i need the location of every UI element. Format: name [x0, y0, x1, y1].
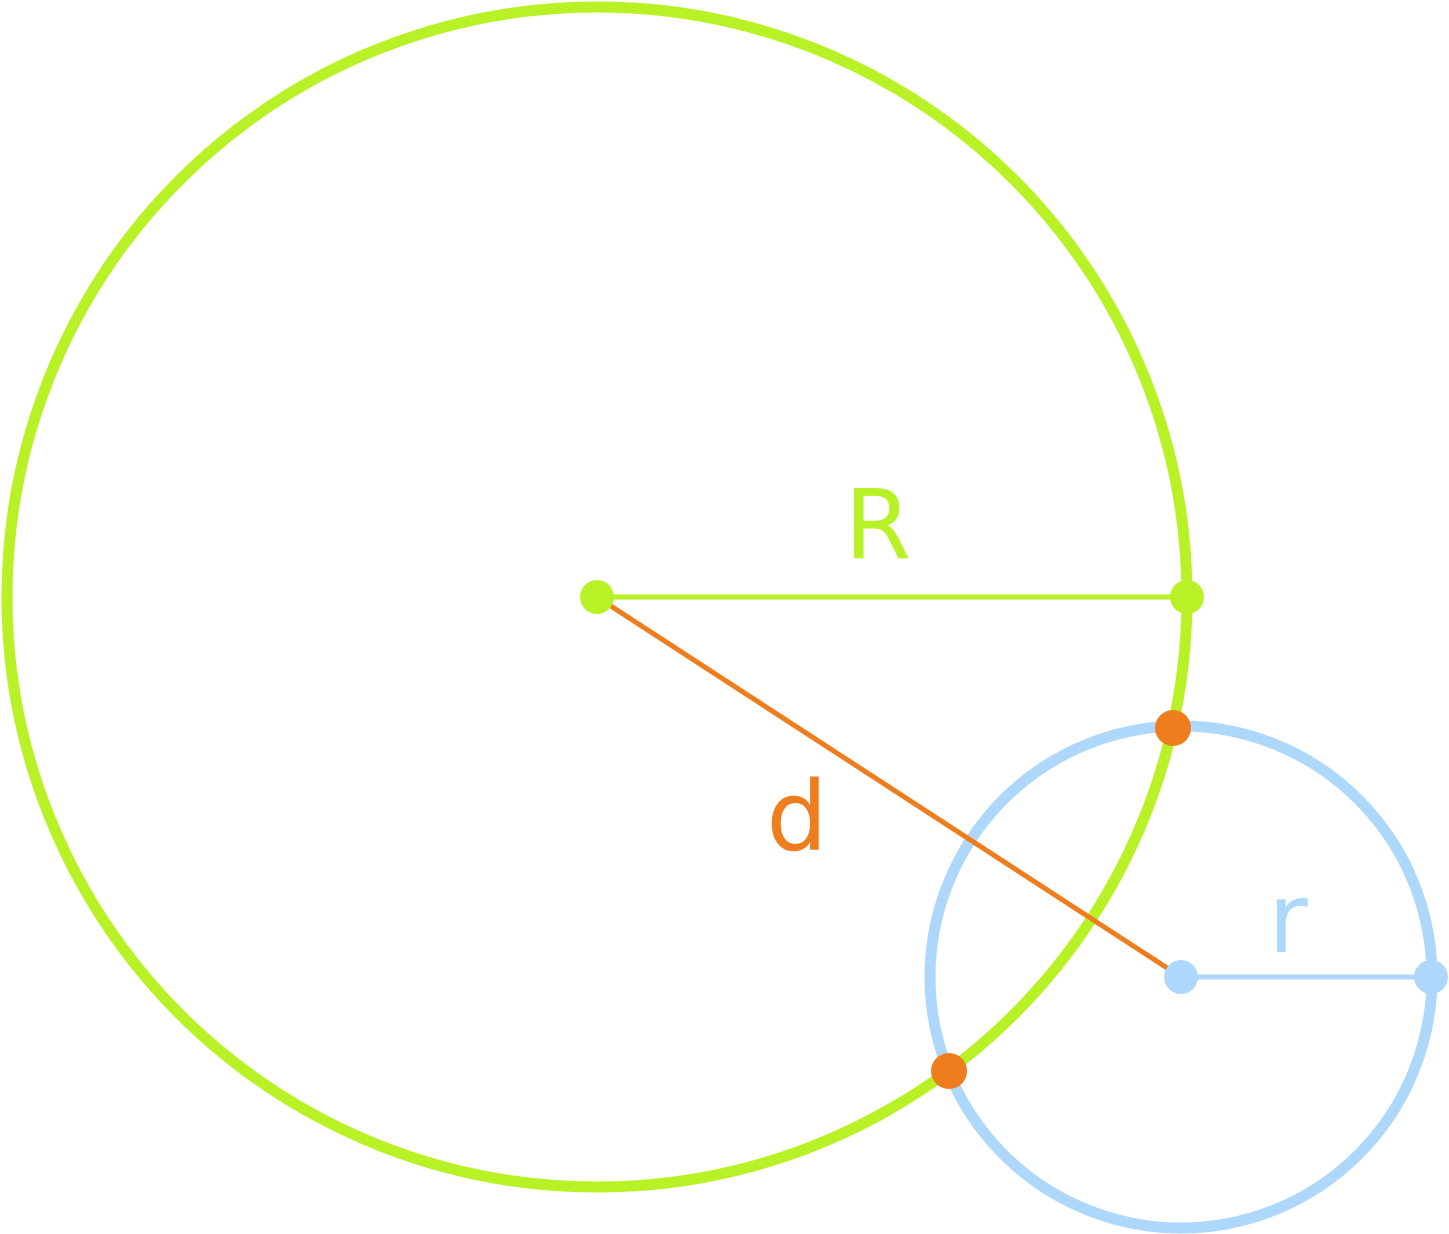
distance-label: d	[767, 761, 828, 873]
small-radius-endpoint	[1414, 960, 1448, 994]
big-center-point	[580, 580, 614, 614]
small-radius-label: r	[1268, 863, 1308, 975]
big-radius-label: R	[845, 469, 912, 581]
intersection-point-lower	[931, 1053, 967, 1089]
small-center-point	[1164, 960, 1198, 994]
distance-line	[595, 594, 1183, 980]
big-radius-endpoint	[1170, 580, 1204, 614]
intersection-point-upper	[1155, 710, 1191, 746]
